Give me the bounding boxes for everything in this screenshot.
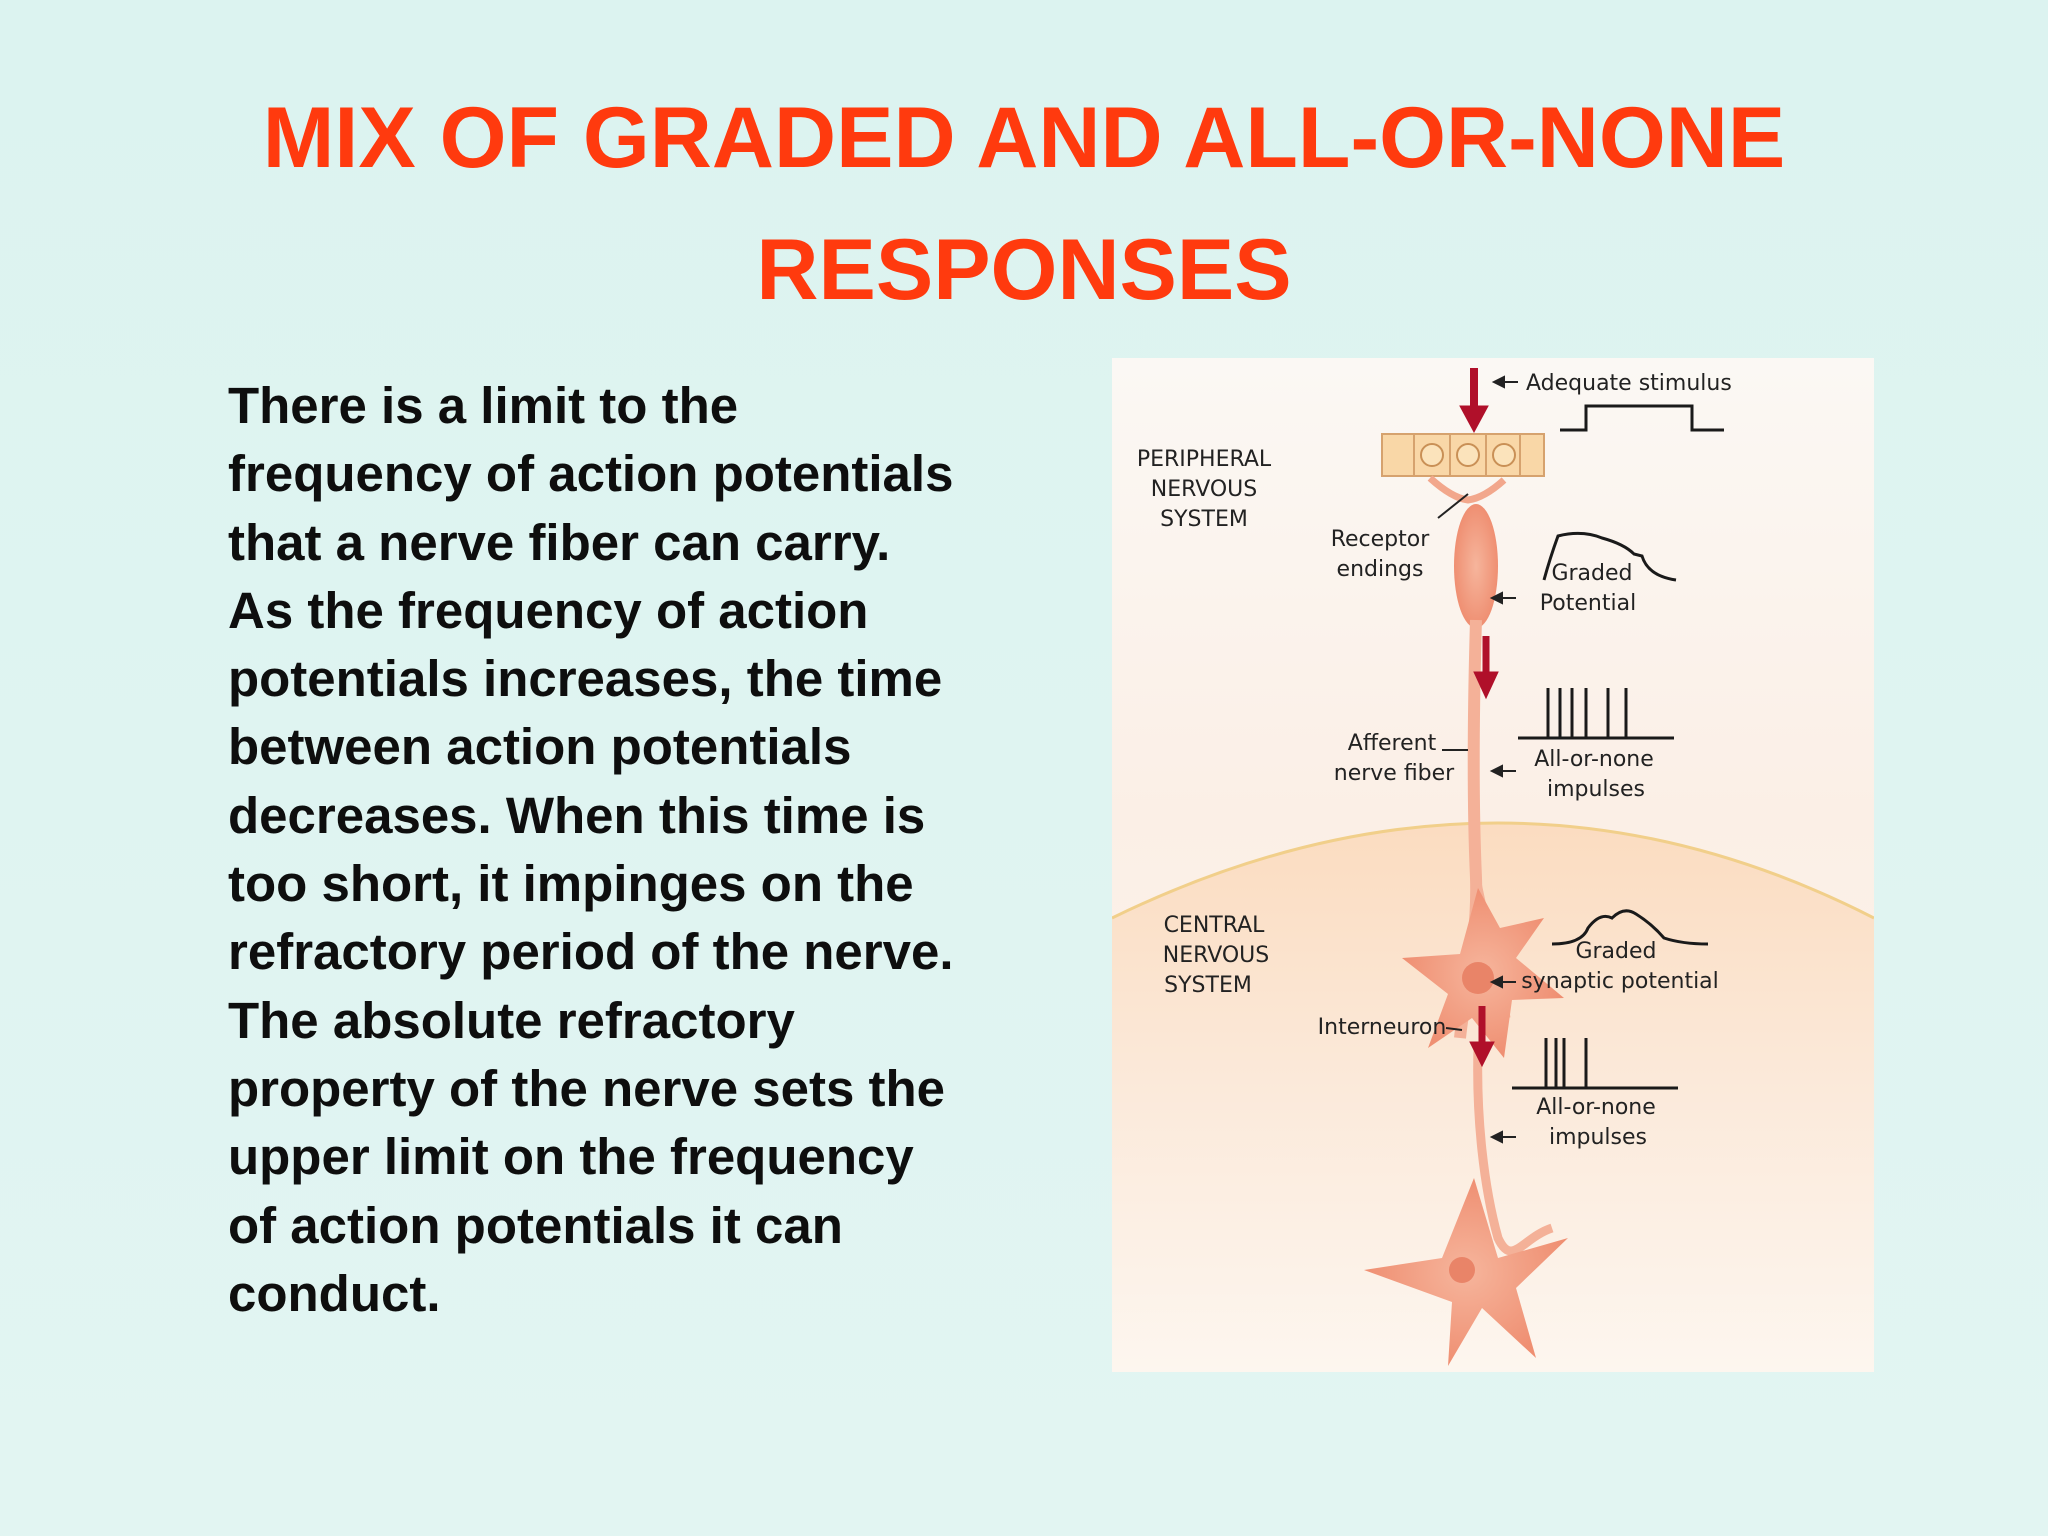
label-pns-3: SYSTEM xyxy=(1160,507,1248,532)
impulse-spikes-2 xyxy=(1544,1038,1588,1088)
body-line: between action potentials xyxy=(228,718,852,776)
label-graded-2: Potential xyxy=(1540,591,1636,616)
label-cns-3: SYSTEM xyxy=(1164,973,1252,998)
slide-title: MIX OF GRADED AND ALL-OR-NONE RESPONSES xyxy=(140,72,1908,336)
label-cns-2: NERVOUS xyxy=(1163,943,1270,968)
body-line: upper limit on the frequency xyxy=(228,1128,914,1186)
label-all-or-none-1b: impulses xyxy=(1547,777,1645,802)
red-stimulus-arrows xyxy=(1459,368,1499,1068)
label-pns-2: NERVOUS xyxy=(1151,477,1258,502)
title-line-2: RESPONSES xyxy=(756,222,1292,318)
body-line: decreases. When this time is xyxy=(228,786,926,844)
label-pns-1: PERIPHERAL xyxy=(1137,447,1272,472)
receptor-cells xyxy=(1381,433,1545,477)
pointer-arrows xyxy=(1437,375,1518,1144)
label-cns-1: CENTRAL xyxy=(1164,913,1266,938)
body-line: There is a limit to the xyxy=(228,377,739,434)
graded-potential-wave xyxy=(1542,531,1677,582)
nervous-system-figure: Adequate stimulus PERIPHERAL NERVOUS SYS… xyxy=(1112,358,1874,1372)
label-adequate-stimulus: Adequate stimulus xyxy=(1526,371,1732,396)
body-line: property of the nerve sets the xyxy=(228,1059,946,1117)
body-line: conduct. xyxy=(228,1264,441,1322)
body-line: The absolute refractory xyxy=(228,991,795,1049)
label-graded-synaptic-1: Graded xyxy=(1575,939,1656,964)
label-interneuron: Interneuron xyxy=(1318,1015,1447,1040)
body-line: of action potentials it can xyxy=(228,1196,843,1254)
body-line: frequency of action potentials xyxy=(228,445,954,503)
label-all-or-none-2b: impulses xyxy=(1549,1125,1647,1150)
label-all-or-none-2a: All-or-none xyxy=(1536,1095,1656,1120)
body-paragraph: There is a limit to the frequency of act… xyxy=(228,372,1068,1328)
label-receptor-1: Receptor xyxy=(1331,527,1431,552)
label-afferent-1: Afferent xyxy=(1348,731,1437,756)
title-line-1: MIX OF GRADED AND ALL-OR-NONE xyxy=(262,90,1786,186)
body-line: potentials increases, the time xyxy=(228,650,943,708)
figure-svg: Adequate stimulus PERIPHERAL NERVOUS SYS… xyxy=(1112,358,1874,1372)
waveforms xyxy=(1512,404,1724,1090)
central-neuron xyxy=(1402,888,1564,1256)
graded-synaptic-wave xyxy=(1551,909,1709,946)
body-line: refractory period of the nerve. xyxy=(228,923,954,981)
cns-region xyxy=(1112,823,1874,1372)
stimulus-step-wave xyxy=(1560,404,1724,432)
label-receptor-2: endings xyxy=(1337,557,1424,582)
impulse-spikes-1 xyxy=(1546,688,1628,738)
label-all-or-none-1a: All-or-none xyxy=(1534,747,1654,772)
label-graded-1: Graded xyxy=(1551,561,1632,586)
interneuron-target xyxy=(1364,1178,1568,1366)
label-graded-synaptic-2: synaptic potential xyxy=(1521,969,1719,994)
body-line: As the frequency of action xyxy=(228,581,869,639)
label-afferent-2: nerve fiber xyxy=(1334,761,1455,786)
body-line: too short, it impinges on the xyxy=(228,855,914,913)
body-line: that a nerve fiber can carry. xyxy=(228,513,891,571)
cns-boundary xyxy=(1112,821,1874,920)
